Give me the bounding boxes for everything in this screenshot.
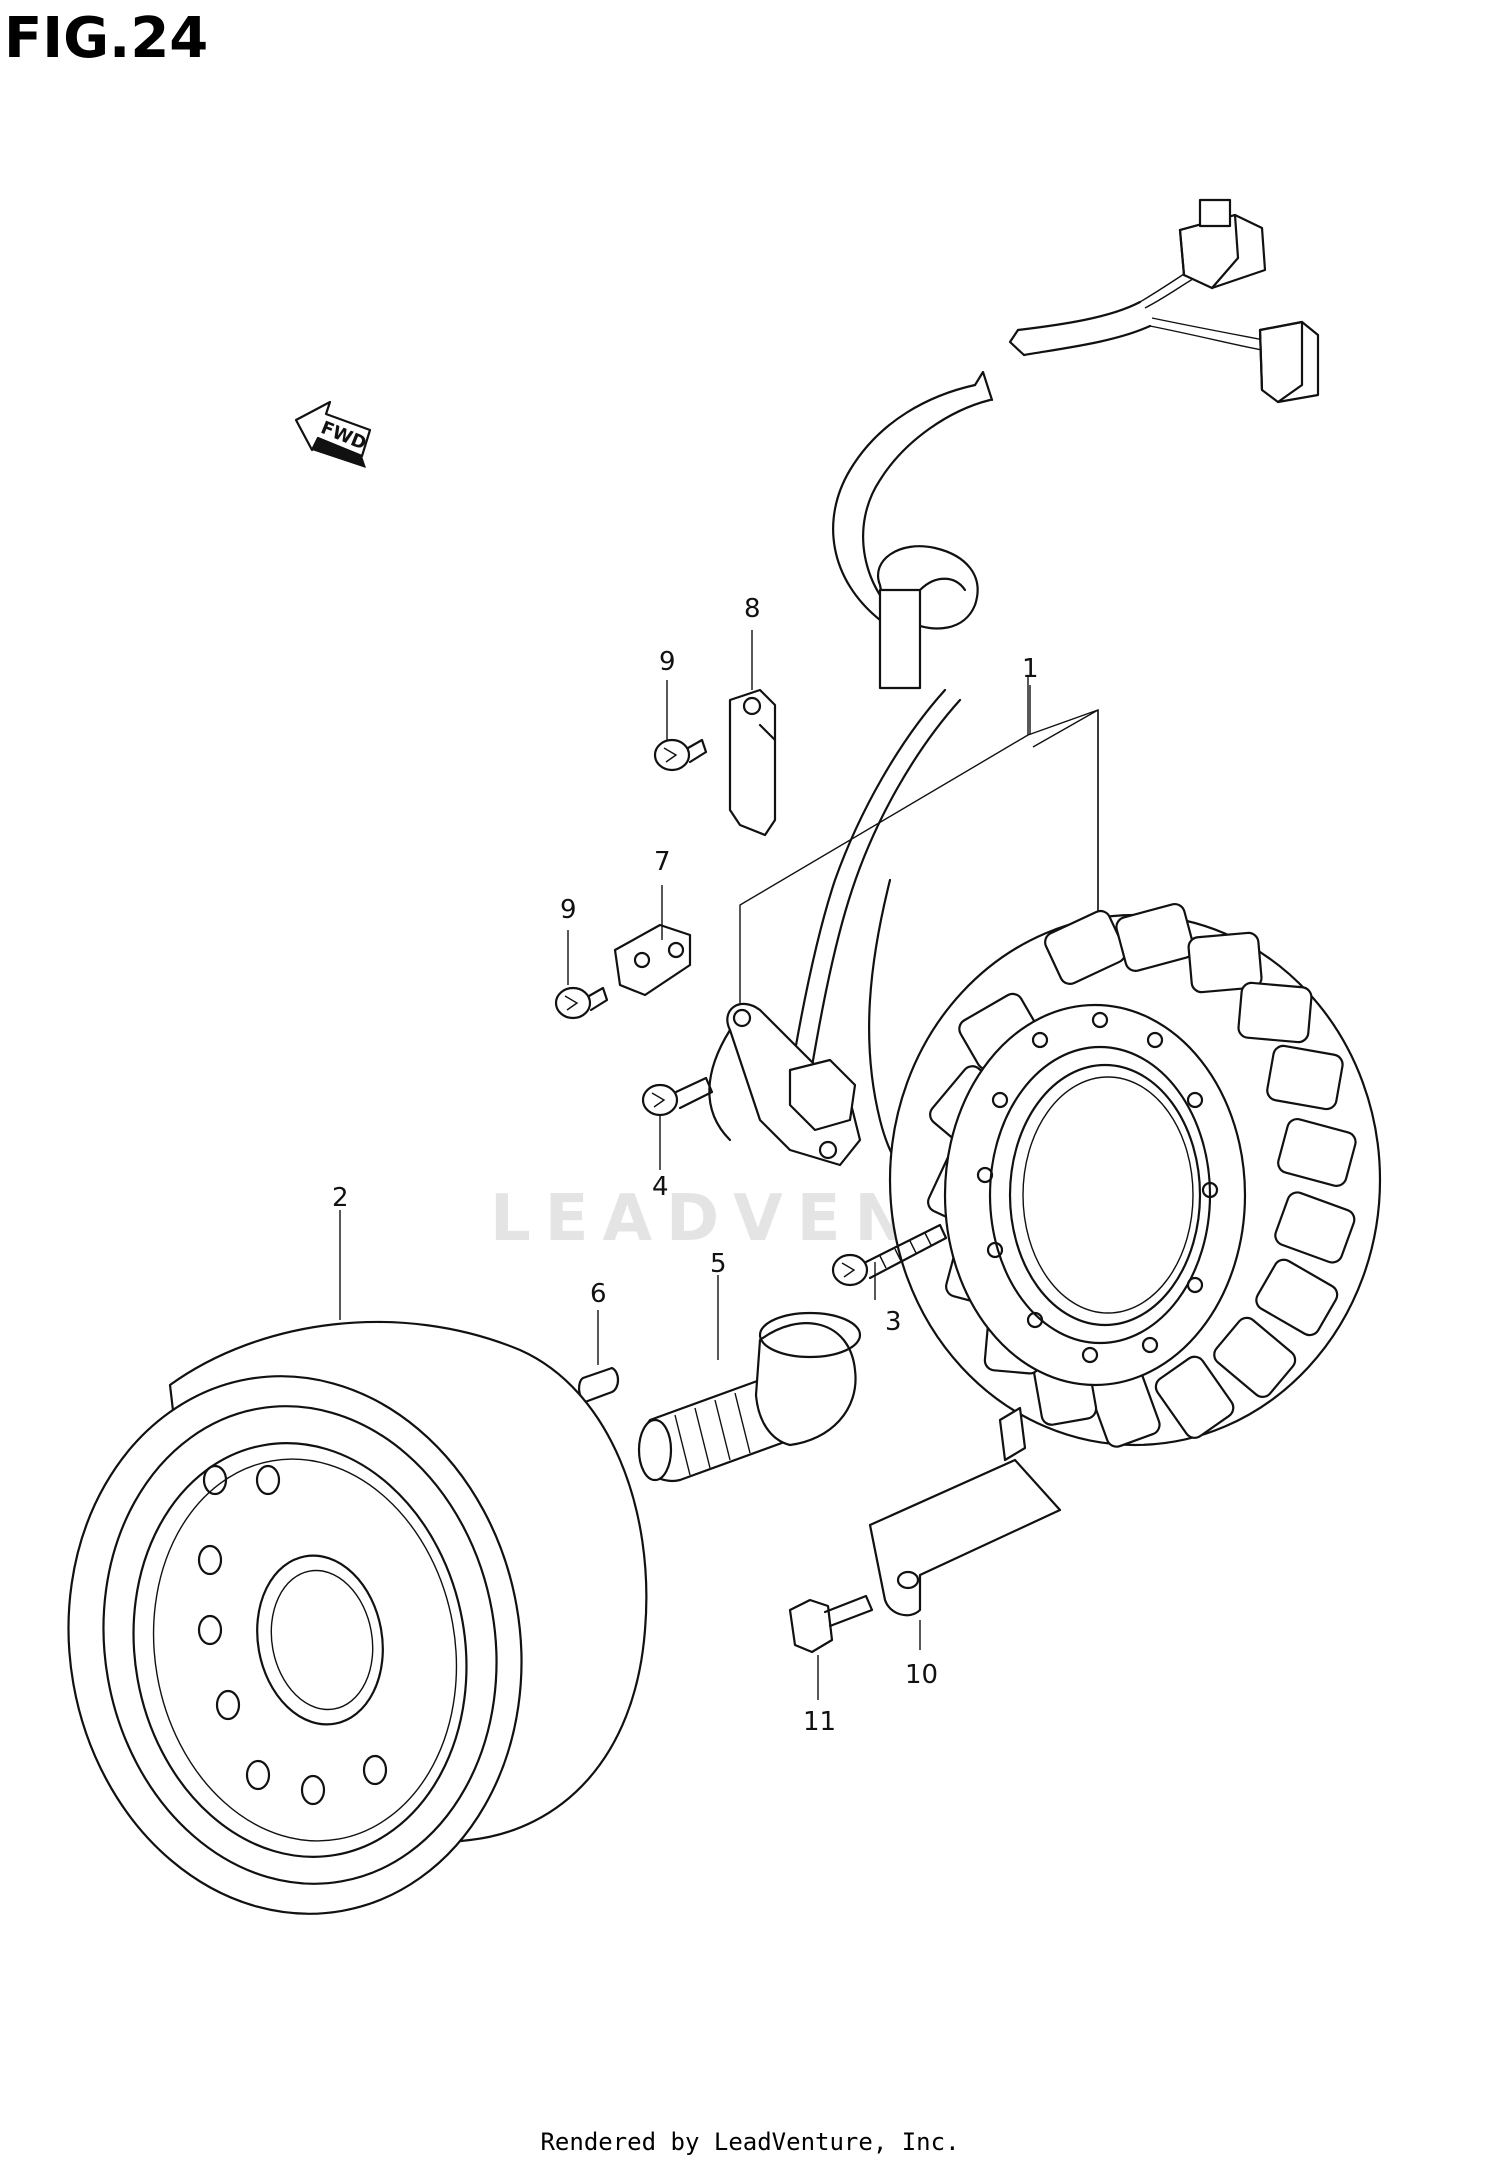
callout-5: 5 — [710, 1249, 727, 1279]
part-10-bracket — [868, 1406, 1062, 1617]
callout-9-upper: 9 — [659, 647, 676, 677]
part-8-plate — [728, 688, 777, 837]
part-7-clamp — [613, 923, 692, 997]
part-5-bolt — [637, 1311, 862, 1483]
callout-2: 2 — [332, 1183, 349, 1213]
grommet-icon — [877, 545, 979, 690]
part-6-key — [578, 1366, 620, 1404]
fwd-arrow-icon: FWD — [294, 400, 372, 468]
screw-9-lower — [554, 986, 609, 1020]
stator-coil — [888, 903, 1382, 1448]
wire-harness — [788, 198, 1320, 1197]
footer-credit: Rendered by LeadVenture, Inc. — [540, 2128, 960, 2156]
callout-labels: 1 2 3 4 5 6 7 8 9 9 10 11 — [332, 594, 1039, 1737]
pickup-coil — [708, 1002, 862, 1167]
screw-4 — [641, 1076, 714, 1117]
callout-11: 11 — [803, 1707, 836, 1737]
screw-9-upper — [653, 738, 708, 772]
callout-bracket-1 — [739, 676, 1099, 1050]
flywheel-rotor — [67, 1320, 648, 1915]
leader-lines — [339, 630, 1031, 1700]
callout-9-lower: 9 — [560, 895, 577, 925]
figure-title: FIG.24 — [4, 6, 209, 71]
callout-8: 8 — [744, 594, 761, 624]
connector-lower-icon — [1258, 320, 1320, 404]
part-11-bolt — [788, 1594, 874, 1654]
screw-3 — [831, 1223, 948, 1287]
callout-6: 6 — [590, 1279, 607, 1309]
callout-3: 3 — [885, 1307, 902, 1337]
callout-7: 7 — [654, 847, 671, 877]
callout-1: 1 — [1022, 654, 1039, 684]
callout-10: 10 — [905, 1660, 938, 1690]
callout-4: 4 — [652, 1172, 669, 1202]
connector-upper-icon — [1178, 198, 1267, 290]
